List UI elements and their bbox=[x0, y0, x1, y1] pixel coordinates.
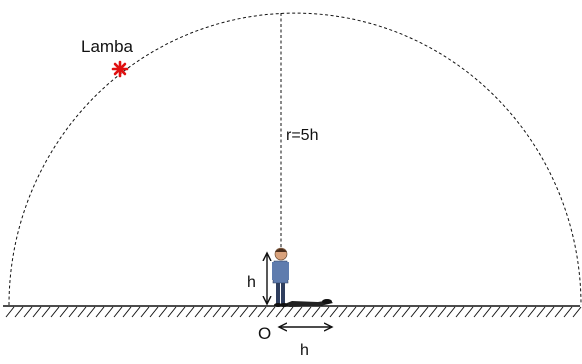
hatch-mark bbox=[239, 306, 249, 318]
hatch-mark bbox=[41, 306, 51, 318]
hatch-mark bbox=[365, 306, 375, 318]
hatch-mark bbox=[32, 306, 42, 318]
hatch-mark bbox=[302, 306, 312, 318]
hatch-mark bbox=[248, 306, 258, 318]
lamp-label: Lamba bbox=[81, 37, 134, 56]
hatch-mark bbox=[518, 306, 528, 318]
hatch-mark bbox=[95, 306, 105, 318]
hatch-mark bbox=[428, 306, 438, 318]
hatch-mark bbox=[50, 306, 60, 318]
hatch-mark bbox=[329, 306, 339, 318]
hatch-mark bbox=[194, 306, 204, 318]
dome-arc bbox=[8, 12, 582, 306]
hatch-mark bbox=[23, 306, 33, 318]
origin-label: O bbox=[258, 324, 271, 343]
person-shadow bbox=[282, 299, 333, 307]
hatch-mark bbox=[410, 306, 420, 318]
hatch-mark bbox=[356, 306, 366, 318]
hatch-mark bbox=[131, 306, 141, 318]
lamp-ray bbox=[113, 62, 127, 76]
hatch-mark bbox=[149, 306, 159, 318]
hatch-mark bbox=[338, 306, 348, 318]
hatch-mark bbox=[554, 306, 564, 318]
hatch-mark bbox=[113, 306, 123, 318]
hatch-mark bbox=[401, 306, 411, 318]
hatch-mark bbox=[275, 306, 285, 318]
hatch-mark bbox=[122, 306, 132, 318]
hatch-mark bbox=[167, 306, 177, 318]
hatch-mark bbox=[230, 306, 240, 318]
hatch-mark bbox=[266, 306, 276, 318]
hatch-mark bbox=[59, 306, 69, 318]
hatch-mark bbox=[509, 306, 519, 318]
hatch-mark bbox=[203, 306, 213, 318]
hatch-mark bbox=[212, 306, 222, 318]
hatch-mark bbox=[491, 306, 501, 318]
hatch-mark bbox=[14, 306, 24, 318]
standing-person-icon bbox=[272, 247, 289, 307]
hatch-mark bbox=[374, 306, 384, 318]
height-label: h bbox=[247, 274, 256, 291]
hatch-mark bbox=[77, 306, 87, 318]
radius-label: r=5h bbox=[286, 127, 318, 144]
hatch-mark bbox=[293, 306, 303, 318]
hatch-mark bbox=[140, 306, 150, 318]
hatch-mark bbox=[104, 306, 114, 318]
asterisk-lamp-icon bbox=[111, 60, 129, 78]
hatch-mark bbox=[455, 306, 465, 318]
hatch-mark bbox=[500, 306, 510, 318]
hatch-mark bbox=[419, 306, 429, 318]
hatch-mark bbox=[68, 306, 78, 318]
hatch-mark bbox=[527, 306, 537, 318]
hatch-mark bbox=[464, 306, 474, 318]
hatch-mark bbox=[572, 306, 582, 318]
hatch-mark bbox=[257, 306, 267, 318]
hatch-mark bbox=[437, 306, 447, 318]
hatch-mark bbox=[185, 306, 195, 318]
hatch-mark bbox=[5, 306, 15, 318]
hatch-mark bbox=[446, 306, 456, 318]
hatch-mark bbox=[311, 306, 321, 318]
hatch-mark bbox=[482, 306, 492, 318]
hatch-mark bbox=[86, 306, 96, 318]
hatch-mark bbox=[536, 306, 546, 318]
hatch-mark bbox=[221, 306, 231, 318]
hatch-mark bbox=[284, 306, 294, 318]
hatch-mark bbox=[383, 306, 393, 318]
hatch-mark bbox=[545, 306, 555, 318]
hatch-mark bbox=[158, 306, 168, 318]
hatch-mark bbox=[320, 306, 330, 318]
shadow-length-label: h bbox=[300, 342, 309, 359]
hatch-mark bbox=[563, 306, 573, 318]
hatch-mark bbox=[176, 306, 186, 318]
ground-hatching bbox=[5, 306, 582, 318]
hatch-mark bbox=[347, 306, 357, 318]
hatch-mark bbox=[392, 306, 402, 318]
hatch-mark bbox=[473, 306, 483, 318]
